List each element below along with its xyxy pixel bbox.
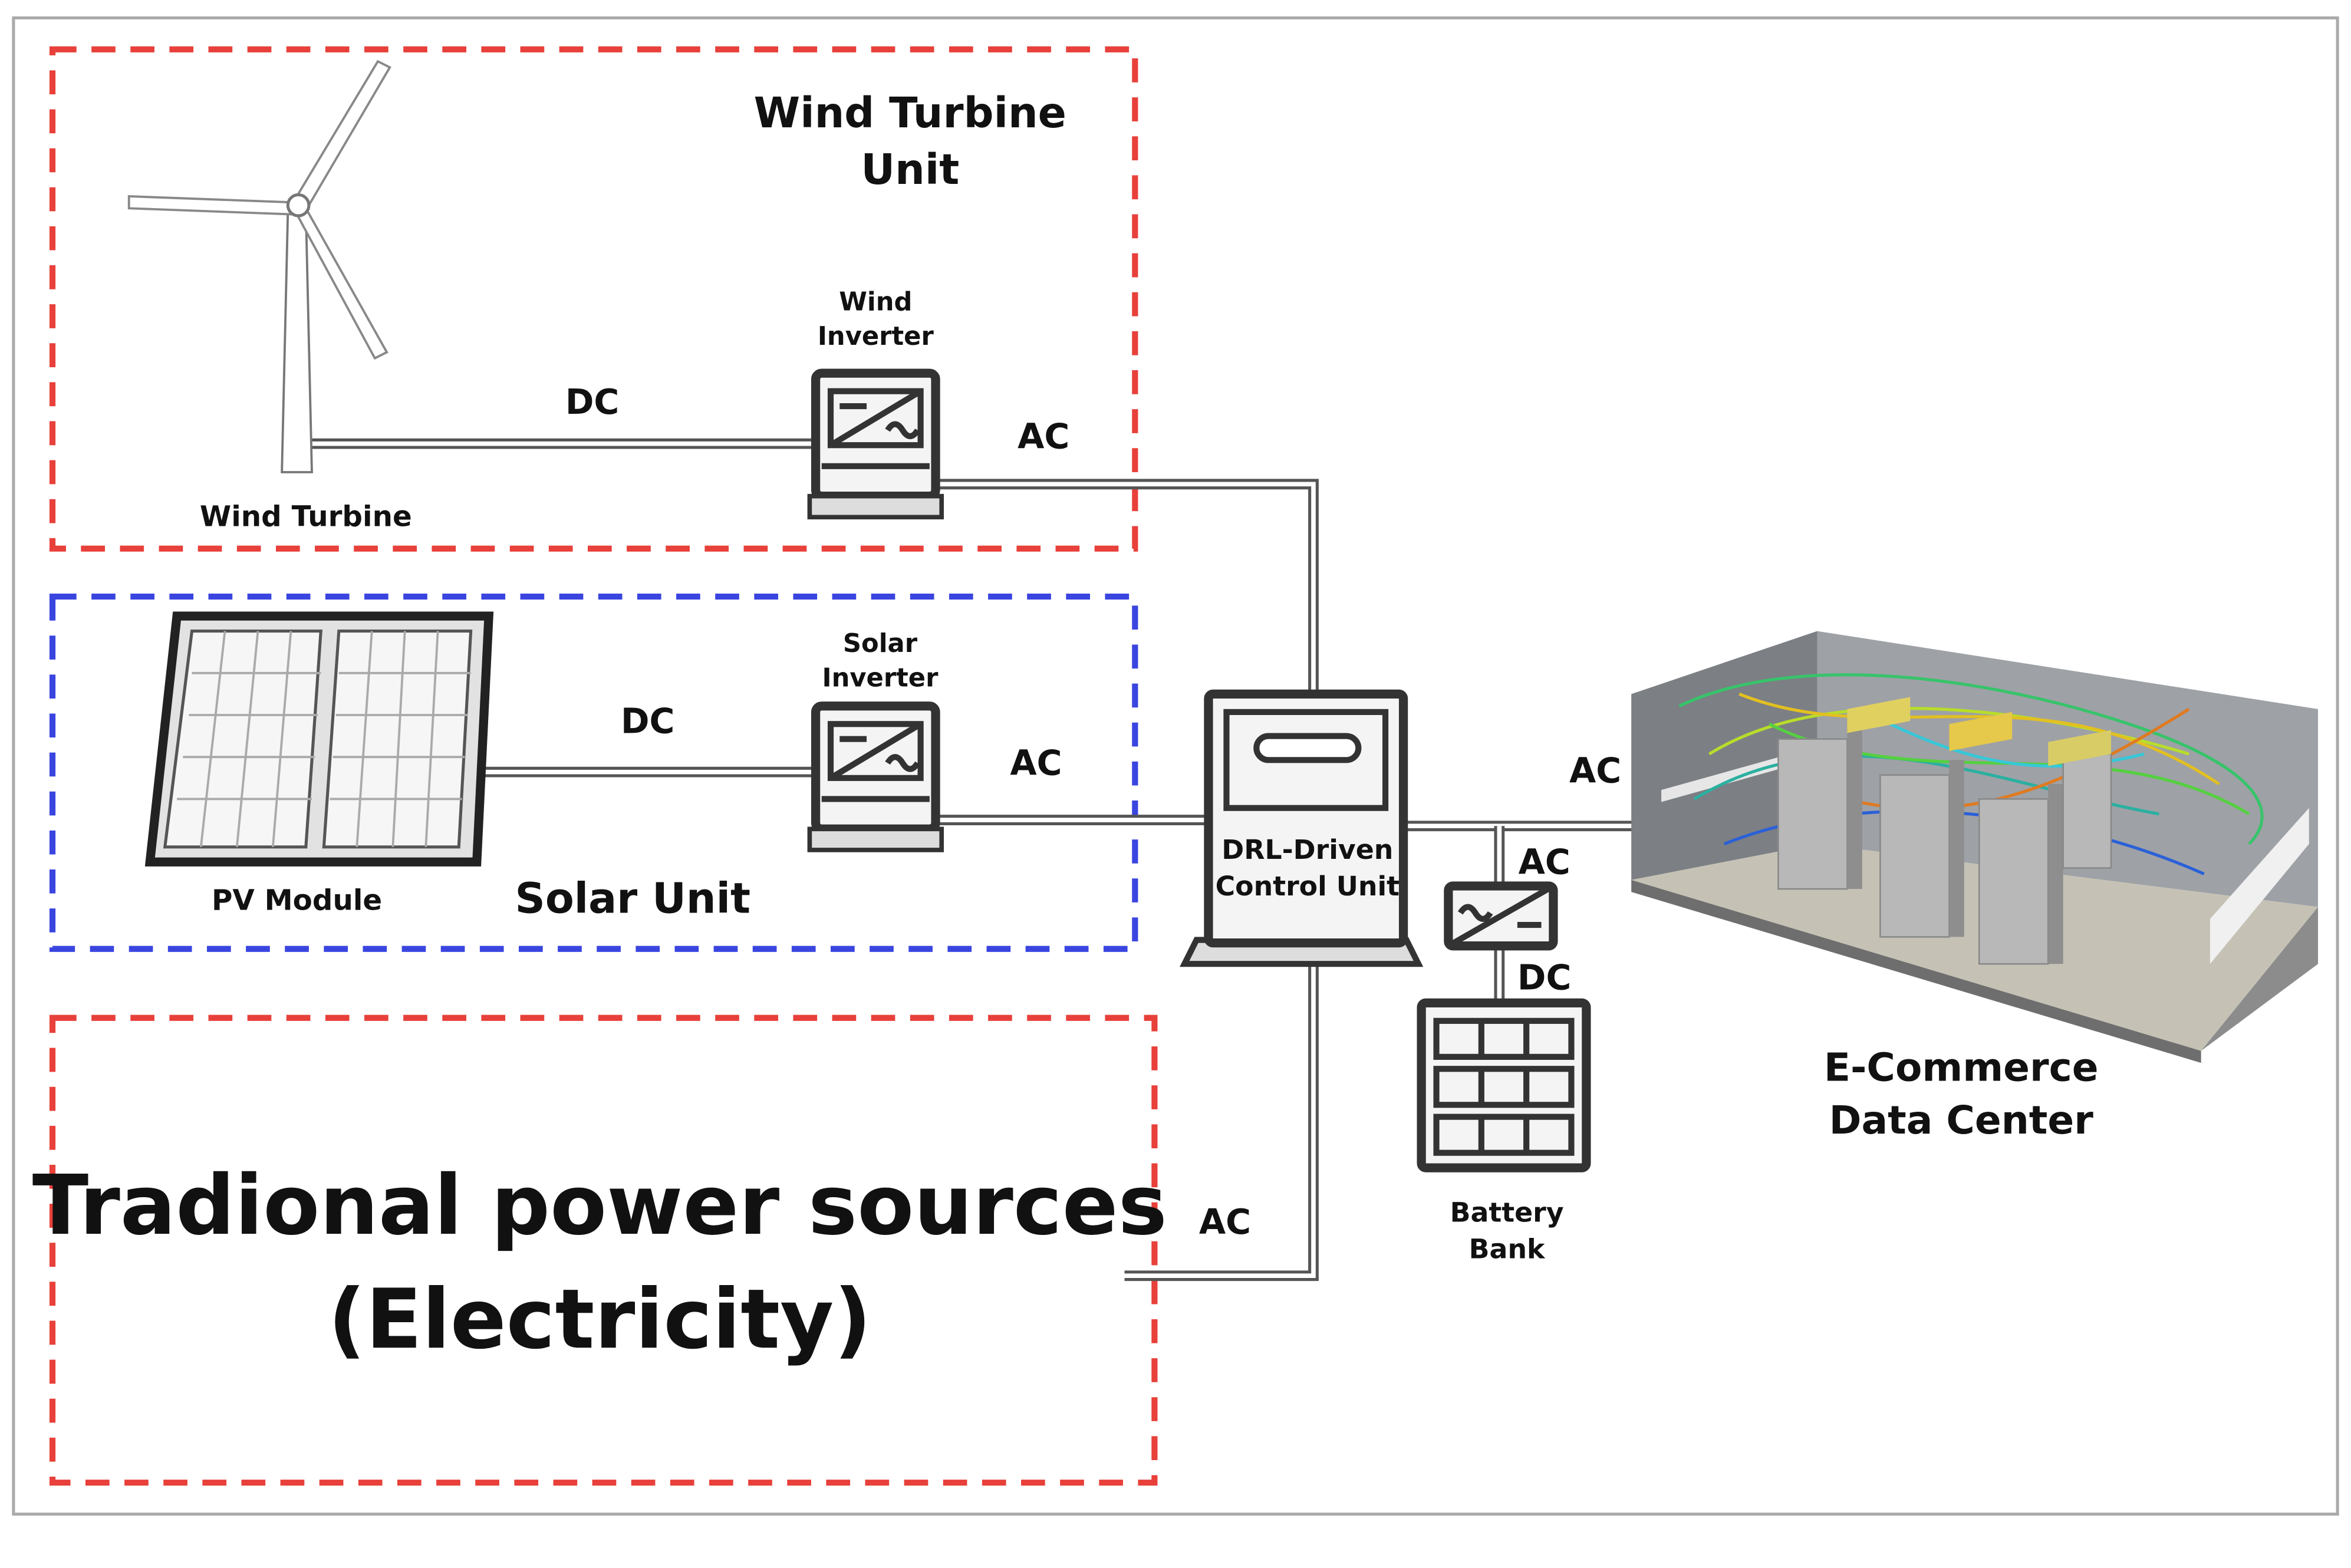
wind-ac-wire (936, 479, 1319, 694)
battery-bank-icon (1417, 998, 1591, 1172)
wind-turbine-icon (127, 60, 391, 473)
solar-ac-label: AC (1010, 743, 1062, 783)
traditional-power-box (49, 1014, 1158, 1486)
traditional-power-label: Tradional power sources (32, 1157, 1167, 1253)
traditional-ac-label: AC (1199, 1202, 1251, 1242)
wind-turbine-label: Wind Turbine (200, 500, 412, 533)
wind-inverter-icon (807, 368, 944, 520)
datacenter-ac-label: AC (1569, 750, 1621, 790)
electricity-label: (Electricity) (328, 1271, 871, 1367)
wind-dc-label: DC (565, 382, 619, 422)
pv-module-icon (144, 611, 494, 867)
solar-dc-label: DC (621, 701, 674, 742)
solar-unit-box (49, 593, 1138, 952)
wind-turbine-unit-box (49, 46, 1138, 552)
diagram-frame (12, 16, 2339, 1516)
pv-module-label: PV Module (212, 884, 382, 917)
control-unit-icon (1180, 689, 1424, 967)
solar-inverter-icon (807, 701, 944, 852)
battery-dc-label: DC (1517, 957, 1571, 997)
wiring (312, 438, 1638, 1282)
solar-unit-label: Solar Unit (515, 874, 751, 923)
wind-ac-label: AC (1018, 416, 1069, 456)
data-center-icon (1631, 631, 2319, 1063)
battery-ac-label: AC (1519, 842, 1570, 882)
battery-inverter-icon (1444, 881, 1558, 951)
